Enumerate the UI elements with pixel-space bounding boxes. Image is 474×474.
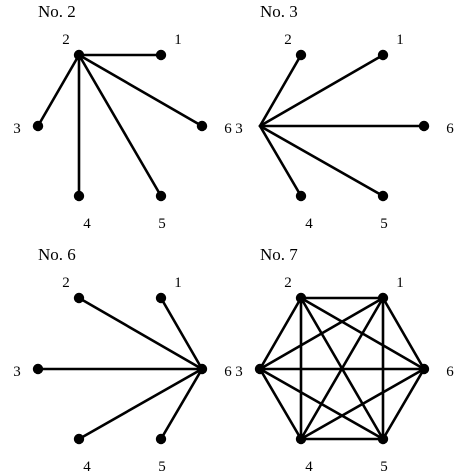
node-1: [377, 292, 389, 304]
node-label-2: 2: [62, 275, 70, 291]
node-label-1: 1: [396, 275, 404, 291]
node-5: [377, 190, 389, 202]
edge-3-1: [258, 53, 385, 128]
node-2: [73, 292, 85, 304]
node-3: [254, 363, 266, 375]
edge-2-3: [36, 53, 81, 128]
node-label-6: 6: [446, 364, 454, 380]
node-6: [196, 120, 208, 132]
node-label-3: 3: [13, 121, 21, 137]
node-label-4: 4: [83, 216, 91, 232]
edge-6-2: [77, 296, 204, 371]
panel-title: No. 3: [260, 2, 298, 21]
node-label-4: 4: [305, 459, 313, 474]
edge-3-5: [258, 124, 385, 198]
node-2: [295, 292, 307, 304]
node-4: [73, 433, 85, 445]
node-1: [377, 49, 389, 61]
node-label-6: 6: [446, 121, 454, 137]
edge-3-4: [258, 124, 303, 198]
edge-1-6: [381, 296, 426, 371]
panel-title: No. 7: [260, 245, 298, 264]
node-label-6: 6: [224, 364, 232, 380]
node-label-3: 3: [13, 364, 21, 380]
node-label-4: 4: [305, 216, 313, 232]
node-6: [196, 363, 208, 375]
node-label-3: 3: [235, 364, 243, 380]
node-5: [377, 433, 389, 445]
node-label-1: 1: [396, 32, 404, 48]
node-label-2: 2: [284, 275, 292, 291]
edge-5-6: [381, 367, 426, 441]
node-3: [32, 363, 44, 375]
node-label-4: 4: [83, 459, 91, 474]
edge-3-4: [258, 367, 303, 441]
node-5: [155, 433, 167, 445]
graph-panel-1: No. 2 1 2 3 4 5 6: [13, 2, 232, 232]
node-3: [32, 120, 44, 132]
graph-panel-4: No. 7 1 2 3 4 5 6: [235, 245, 454, 474]
node-label-1: 1: [174, 32, 182, 48]
edge-2-3: [258, 296, 303, 371]
edge-3-5: [258, 367, 385, 441]
node-5: [155, 190, 167, 202]
node-1: [155, 49, 167, 61]
edge-2-6: [299, 296, 426, 371]
edge-2-6: [77, 53, 204, 128]
node-2: [73, 49, 85, 61]
node-label-5: 5: [158, 459, 166, 474]
node-label-5: 5: [380, 459, 388, 474]
edge-4-6: [299, 367, 426, 441]
panel-title: No. 2: [38, 2, 76, 21]
node-4: [73, 190, 85, 202]
node-label-1: 1: [174, 275, 182, 291]
edge-3-2: [258, 53, 303, 128]
node-label-3: 3: [235, 121, 243, 137]
graph-panel-2: No. 3 1 2 3 4 5 6: [235, 2, 454, 232]
node-label-2: 2: [62, 32, 70, 48]
graph-panel-3: No. 6 1 2 3 4 5 6: [13, 245, 232, 474]
edge-6-4: [77, 367, 204, 441]
node-2: [295, 49, 307, 61]
edge-2-5: [77, 53, 163, 198]
node-label-5: 5: [380, 216, 388, 232]
node-label-5: 5: [158, 216, 166, 232]
panel-title: No. 6: [38, 245, 76, 264]
node-4: [295, 433, 307, 445]
edge-6-5: [159, 367, 204, 441]
node-6: [418, 363, 430, 375]
node-label-6: 6: [224, 121, 232, 137]
node-4: [295, 190, 307, 202]
node-1: [155, 292, 167, 304]
edge-6-1: [159, 296, 204, 371]
node-label-2: 2: [284, 32, 292, 48]
node-6: [418, 120, 430, 132]
